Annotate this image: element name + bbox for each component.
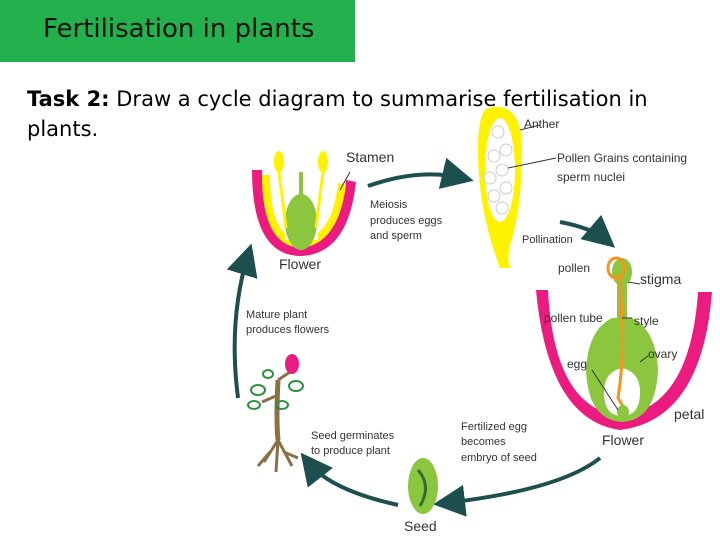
label-mature-plant-line2: produces flowers <box>246 324 330 336</box>
label-flower-right: Flower <box>602 432 644 448</box>
label-pollen-tube: pollen tube <box>544 311 603 325</box>
cycle-arrow-fertilization <box>433 456 602 517</box>
label-mature-plant-line1: Mature plant <box>246 309 307 321</box>
cycle-arrow-germination <box>300 452 399 507</box>
seed-illustration <box>408 458 438 514</box>
cycle-arrow-pollination <box>559 214 616 248</box>
mature-plant-illustration <box>247 354 304 473</box>
label-germinates-line2: to produce plant <box>311 445 390 457</box>
label-germinates-line1: Seed germinates <box>311 430 395 442</box>
label-pollination: Pollination <box>522 234 573 246</box>
label-pollen: pollen <box>558 261 590 275</box>
cycle-arrow-mature-plant <box>226 243 258 399</box>
label-fertilized-line2: becomes <box>461 436 506 448</box>
task-text: Draw a cycle diagram to summarise fertil… <box>27 87 648 141</box>
task-heading: Task 2: <box>27 87 110 111</box>
label-pollen-grains: Pollen Grains containing <box>557 151 687 165</box>
label-egg: egg <box>567 357 587 371</box>
label-meiosis-line2: produces eggs <box>370 215 443 227</box>
label-ovary: ovary <box>648 347 677 361</box>
label-meiosis-line3: and sperm <box>370 230 422 242</box>
flower-right-illustration <box>536 256 712 430</box>
label-meiosis-line1: Meiosis <box>370 199 408 211</box>
label-petal: petal <box>674 406 704 422</box>
anther-illustration <box>478 106 557 269</box>
label-seed: Seed <box>404 518 437 534</box>
flower-left-illustration <box>252 151 356 256</box>
page-title: Fertilisation in plants <box>43 14 315 44</box>
label-style: style <box>634 314 659 328</box>
label-anther: Anther <box>524 117 559 131</box>
label-stigma: stigma <box>640 271 681 287</box>
label-fertilized-line1: Fertilized egg <box>461 421 527 433</box>
task-instruction: Task 2: Draw a cycle diagram to summaris… <box>27 84 687 144</box>
label-sperm-nuclei: sperm nuclei <box>557 170 625 184</box>
label-fertilized-line3: embryo of seed <box>461 452 537 464</box>
cycle-arrow-stamen-to-anther <box>367 157 474 189</box>
label-flower-left: Flower <box>279 256 321 272</box>
title-banner: Fertilisation in plants <box>0 0 355 62</box>
label-stamen: Stamen <box>346 149 394 165</box>
